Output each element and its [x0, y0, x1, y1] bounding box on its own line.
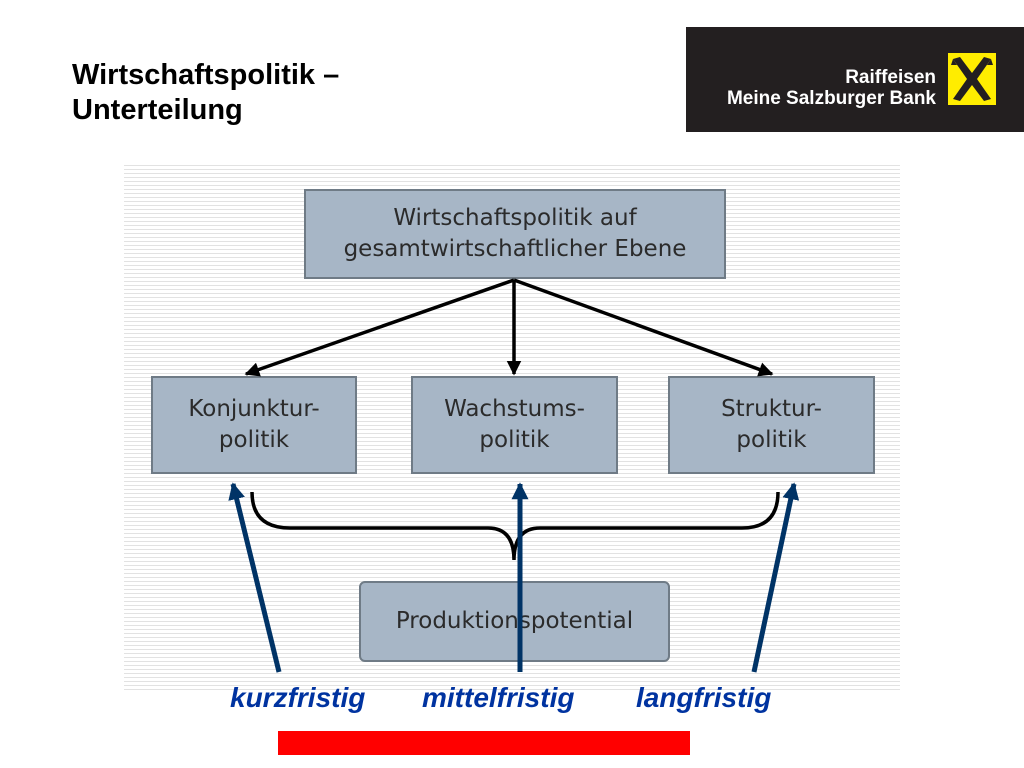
- bank-logo-line-1: Raiffeisen: [845, 67, 936, 88]
- raiffeisen-gable-cross-icon: [948, 53, 996, 105]
- box-wirtschaftspolitik-gesamt: Wirtschaftspolitik auf gesamtwirtschaftl…: [304, 189, 726, 279]
- box-konjunktur-line-2: politik: [218, 427, 290, 453]
- box-wachstum-line-2: politik: [479, 427, 550, 453]
- bank-logo-text: Raiffeisen Meine Salzburger Bank: [727, 67, 936, 109]
- box-produktion-label: Produktionspotential: [395, 608, 634, 634]
- bank-logo-line-2: Meine Salzburger Bank: [726, 88, 936, 109]
- label-kurzfristig: kurzfristig: [230, 682, 366, 713]
- box-strukturpolitik: Struktur- politik: [668, 376, 875, 474]
- slide-title-line-1: Wirtschaftspolitik –: [72, 59, 340, 91]
- slide-title-line-2: Unterteilung: [72, 94, 243, 126]
- box-top-line-1: Wirtschaftspolitik auf: [393, 205, 637, 231]
- slide-title: Wirtschaftspolitik – Unterteilung: [72, 58, 339, 128]
- connector-to-konjunktur: [244, 278, 515, 377]
- box-top-line-2: gesamtwirtschaftlicher Ebene: [343, 236, 687, 262]
- connector-to-struktur: [513, 278, 774, 377]
- box-struktur-line-1: Struktur-: [721, 396, 822, 422]
- red-accent-bar: [278, 731, 690, 755]
- box-struktur-line-2: politik: [736, 427, 807, 453]
- box-konjunktur-line-1: Konjunktur-: [188, 396, 320, 422]
- bank-logo: Raiffeisen Meine Salzburger Bank: [686, 27, 1024, 132]
- label-langfristig: langfristig: [636, 682, 772, 713]
- arrow-langfristig: [751, 482, 800, 673]
- box-wachstumspolitik: Wachstums- politik: [411, 376, 618, 474]
- box-produktionspotential: Produktionspotential: [359, 581, 670, 662]
- box-wachstum-line-1: Wachstums-: [444, 396, 585, 422]
- arrow-kurzfristig: [228, 482, 282, 673]
- box-konjunkturpolitik: Konjunktur- politik: [151, 376, 357, 474]
- label-mittelfristig: mittelfristig: [422, 682, 575, 713]
- curly-brace: [250, 491, 780, 561]
